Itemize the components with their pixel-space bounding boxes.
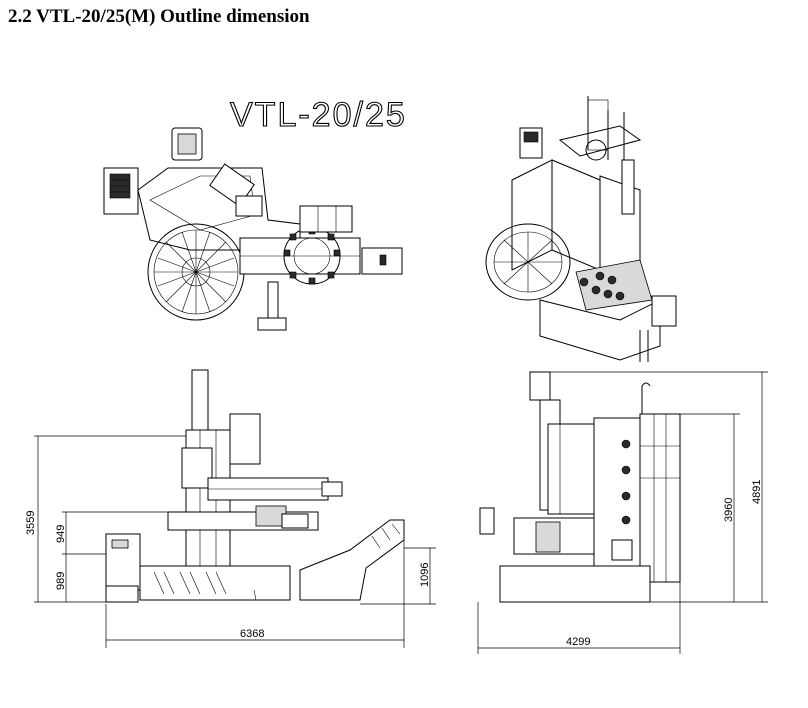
- dim-front-right-height: 1096: [419, 563, 431, 587]
- front-view: [105, 369, 405, 603]
- isometric-view: [485, 96, 677, 362]
- dim-front-overall-width: 6368: [240, 628, 264, 640]
- side-dimensions: 4891 3960 4299: [477, 371, 768, 654]
- page-heading: 2.2 VTL-20/25(M) Outline dimension: [8, 6, 310, 27]
- front-dimensions: 3559 949 989 1096 6368: [25, 435, 436, 648]
- top-view: [103, 127, 403, 331]
- dim-side-column-height: 3960: [723, 498, 735, 522]
- model-label: VTL-20/25: [230, 96, 407, 134]
- dim-front-overall-height: 3559: [25, 511, 37, 535]
- dim-side-overall-height: 4891: [751, 480, 763, 504]
- dim-side-overall-width: 4299: [566, 636, 590, 648]
- dim-front-table-height: 949: [55, 525, 67, 543]
- side-view: [479, 371, 681, 603]
- dim-front-base-height: 989: [55, 572, 67, 590]
